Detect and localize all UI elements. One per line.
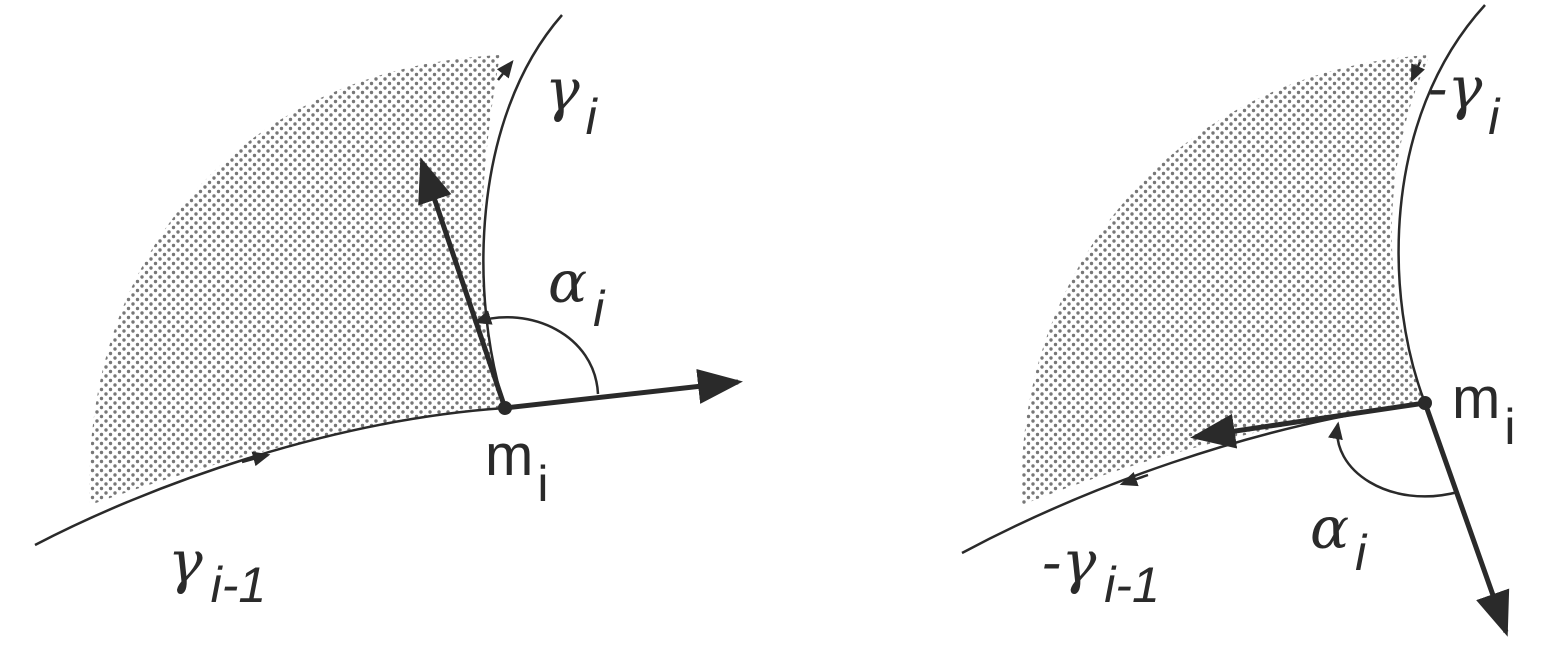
right-tangent-vector-incoming bbox=[1190, 400, 1426, 449]
right-shaded-region bbox=[1021, 55, 1430, 505]
left-curve-direction-arrow-upper bbox=[496, 60, 514, 81]
right-tangent-vector-outgoing bbox=[1422, 402, 1510, 637]
right-point-m-i bbox=[1418, 396, 1432, 410]
left-tangent-vector-incoming bbox=[504, 369, 743, 411]
right-angle-arc bbox=[1328, 421, 1459, 498]
left-shaded-region bbox=[89, 55, 505, 505]
right-label-m-i: mi bbox=[1452, 366, 1515, 455]
left-point-m-i bbox=[498, 401, 512, 415]
left-tangent-vector-outgoing bbox=[418, 157, 508, 409]
left-curve-gamma-i-minus-1 bbox=[34, 406, 506, 547]
right-curve-direction-arrow-lower bbox=[1119, 472, 1149, 487]
left-label-m-i: mi bbox=[485, 423, 548, 512]
right-curve-minus-gamma-i bbox=[1397, 4, 1486, 404]
right-curve-direction-arrow-upper bbox=[1410, 61, 1425, 83]
left-curve-gamma-i bbox=[482, 14, 563, 409]
left-angle-arc bbox=[473, 310, 600, 395]
left-curve-direction-arrow-lower bbox=[241, 451, 271, 467]
